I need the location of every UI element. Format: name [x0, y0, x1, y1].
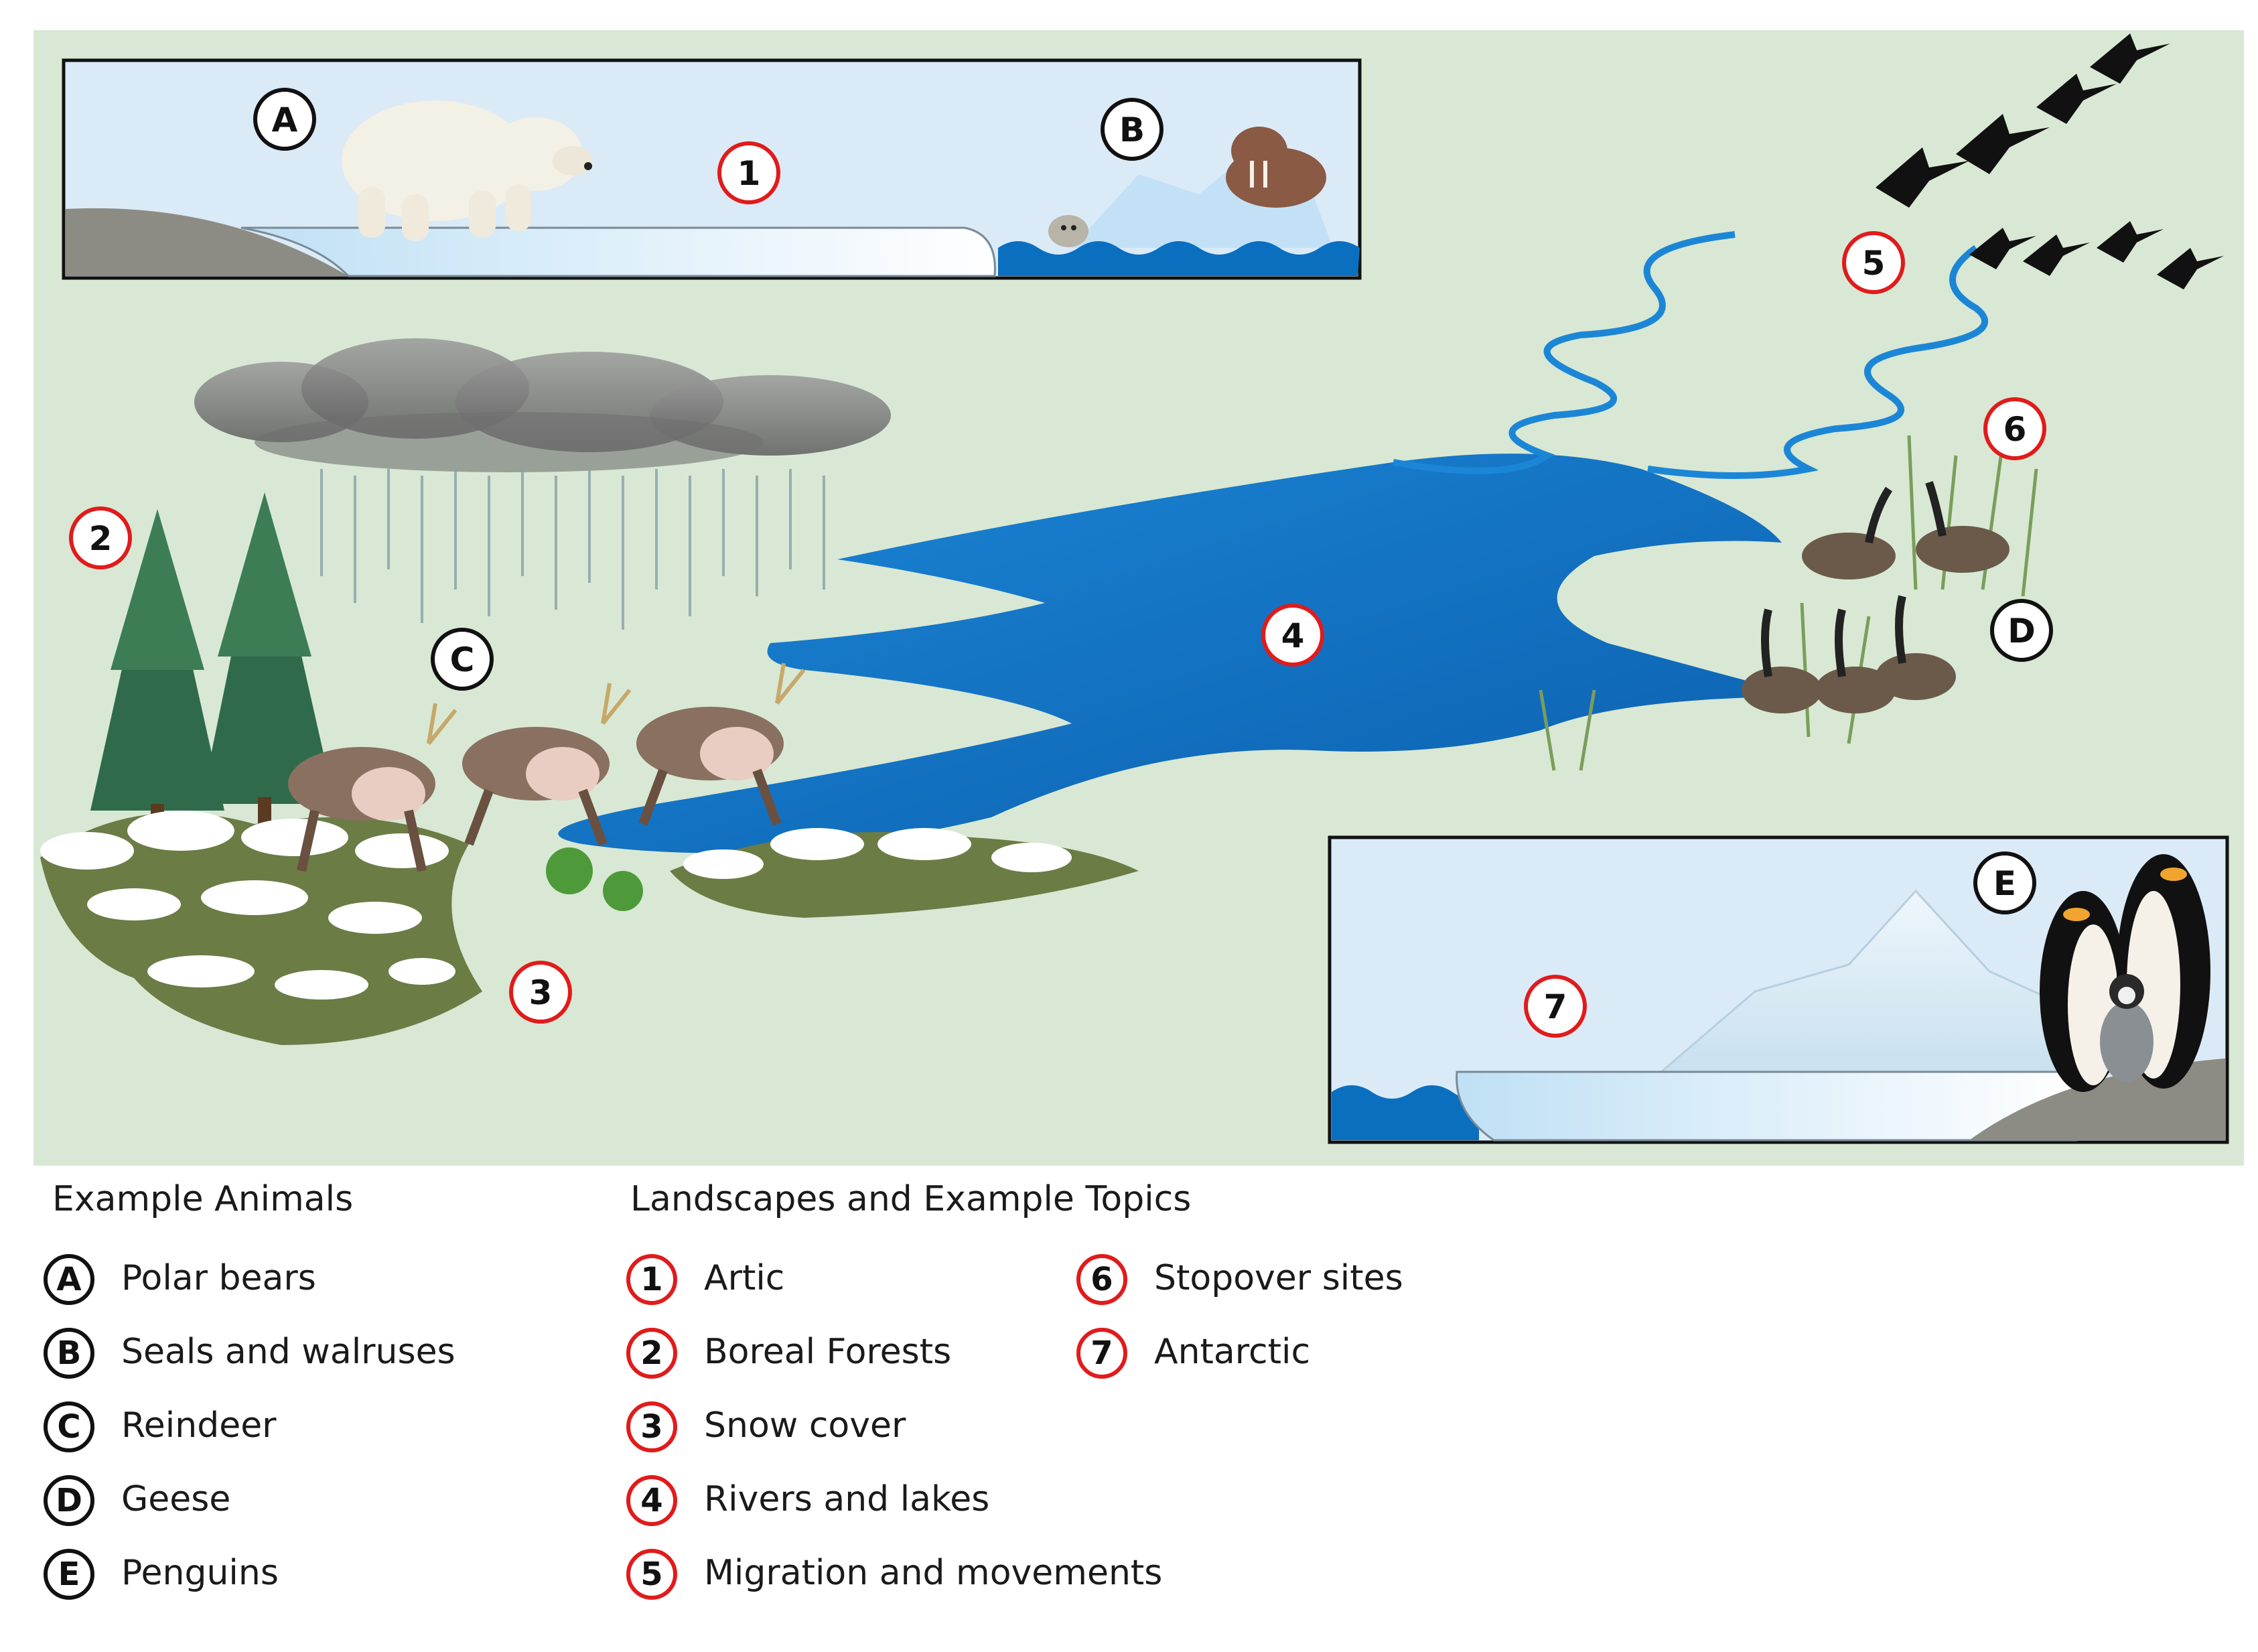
- arctic-water: [998, 241, 1360, 276]
- polar-bear-illustration: [342, 100, 593, 241]
- legend-label: Penguins: [121, 1553, 279, 1593]
- legend-label: Polar bears: [121, 1258, 316, 1298]
- legend-label: Antarctic: [1154, 1332, 1311, 1372]
- legend-label: Geese: [121, 1479, 231, 1519]
- legend-badge: 5: [626, 1549, 677, 1600]
- migrating-geese: [1876, 33, 2224, 289]
- marker-E: E: [1973, 851, 2036, 914]
- legend-label: Artic: [704, 1258, 785, 1298]
- svg-text:5: 5: [1862, 244, 1886, 283]
- lake: [558, 454, 1809, 853]
- marker-7: 7: [1524, 975, 1587, 1038]
- legend-animals-heading: Example Animals: [52, 1179, 354, 1219]
- rain-cloud: [194, 338, 891, 630]
- penguin-illustration: [2040, 854, 2210, 1092]
- svg-text:2: 2: [89, 519, 113, 558]
- marker-3: 3: [509, 961, 572, 1024]
- svg-text:7: 7: [1544, 987, 1567, 1026]
- legend-label: Reindeer: [121, 1405, 277, 1446]
- legend-badge: E: [44, 1549, 94, 1600]
- legend-label: Stopover sites: [1154, 1258, 1403, 1298]
- legend-badge: 7: [1076, 1328, 1127, 1379]
- legend-label: Migration and movements: [704, 1553, 1163, 1593]
- river-right: [1647, 245, 1989, 479]
- river-left: [1393, 231, 1736, 474]
- svg-text:6: 6: [2003, 410, 2027, 449]
- marker-C: C: [431, 628, 494, 691]
- reindeer-illustration: [288, 663, 806, 872]
- marker-5: 5: [1842, 231, 1905, 294]
- marker-B: B: [1101, 98, 1163, 161]
- legend-badge: A: [44, 1254, 94, 1305]
- lake-and-rivers: [558, 231, 1989, 853]
- legend-badge: B: [44, 1328, 94, 1379]
- legend-badge: 2: [626, 1328, 677, 1379]
- antarctic-water: [1332, 1085, 1479, 1140]
- marker-2: 2: [69, 506, 132, 569]
- legend-label: Snow cover: [704, 1405, 906, 1446]
- legend-badge: 4: [626, 1475, 677, 1526]
- svg-text:D: D: [2007, 612, 2036, 650]
- svg-text:A: A: [272, 100, 298, 139]
- svg-text:C: C: [450, 640, 475, 679]
- svg-text:3: 3: [529, 973, 553, 1012]
- antarctic-panel: [1328, 835, 2229, 1144]
- scene-illustration: A 1 B 5 6 2 C 4 D 3 E 7: [33, 30, 2244, 1166]
- legend-label: Boreal Forests: [704, 1332, 952, 1372]
- legend-badge: 3: [626, 1401, 677, 1452]
- arctic-panel: [62, 58, 1362, 280]
- svg-text:E: E: [1993, 864, 2016, 903]
- svg-text:4: 4: [1281, 616, 1305, 655]
- marker-4: 4: [1261, 604, 1324, 667]
- svg-text:1: 1: [737, 154, 761, 193]
- legend-label: Rivers and lakes: [704, 1479, 990, 1519]
- legend-badge: 6: [1076, 1254, 1127, 1305]
- legend-badge: 1: [626, 1254, 677, 1305]
- svg-text:B: B: [1119, 111, 1145, 149]
- legend-badge: C: [44, 1401, 94, 1452]
- snow-covered-shrubs: [40, 811, 1139, 1045]
- marker-6: 6: [1983, 397, 2046, 460]
- seal-illustration: [1048, 215, 1088, 247]
- arctic-ice-floe: [240, 226, 996, 277]
- boreal-trees: [90, 492, 335, 844]
- legend-badge: D: [44, 1475, 94, 1526]
- marker-D: D: [1990, 599, 2053, 662]
- marker-A: A: [253, 88, 316, 151]
- legend-label: Seals and walruses: [121, 1332, 455, 1372]
- arctic-rock: [66, 208, 348, 276]
- antarctic-ice-shelf: [1456, 1071, 2078, 1142]
- walrus-illustration: [1226, 127, 1326, 208]
- marker-1: 1: [717, 141, 780, 204]
- stopover-geese-and-reeds: [1539, 435, 2038, 771]
- legend-landscapes-heading: Landscapes and Example Topics: [630, 1179, 1192, 1219]
